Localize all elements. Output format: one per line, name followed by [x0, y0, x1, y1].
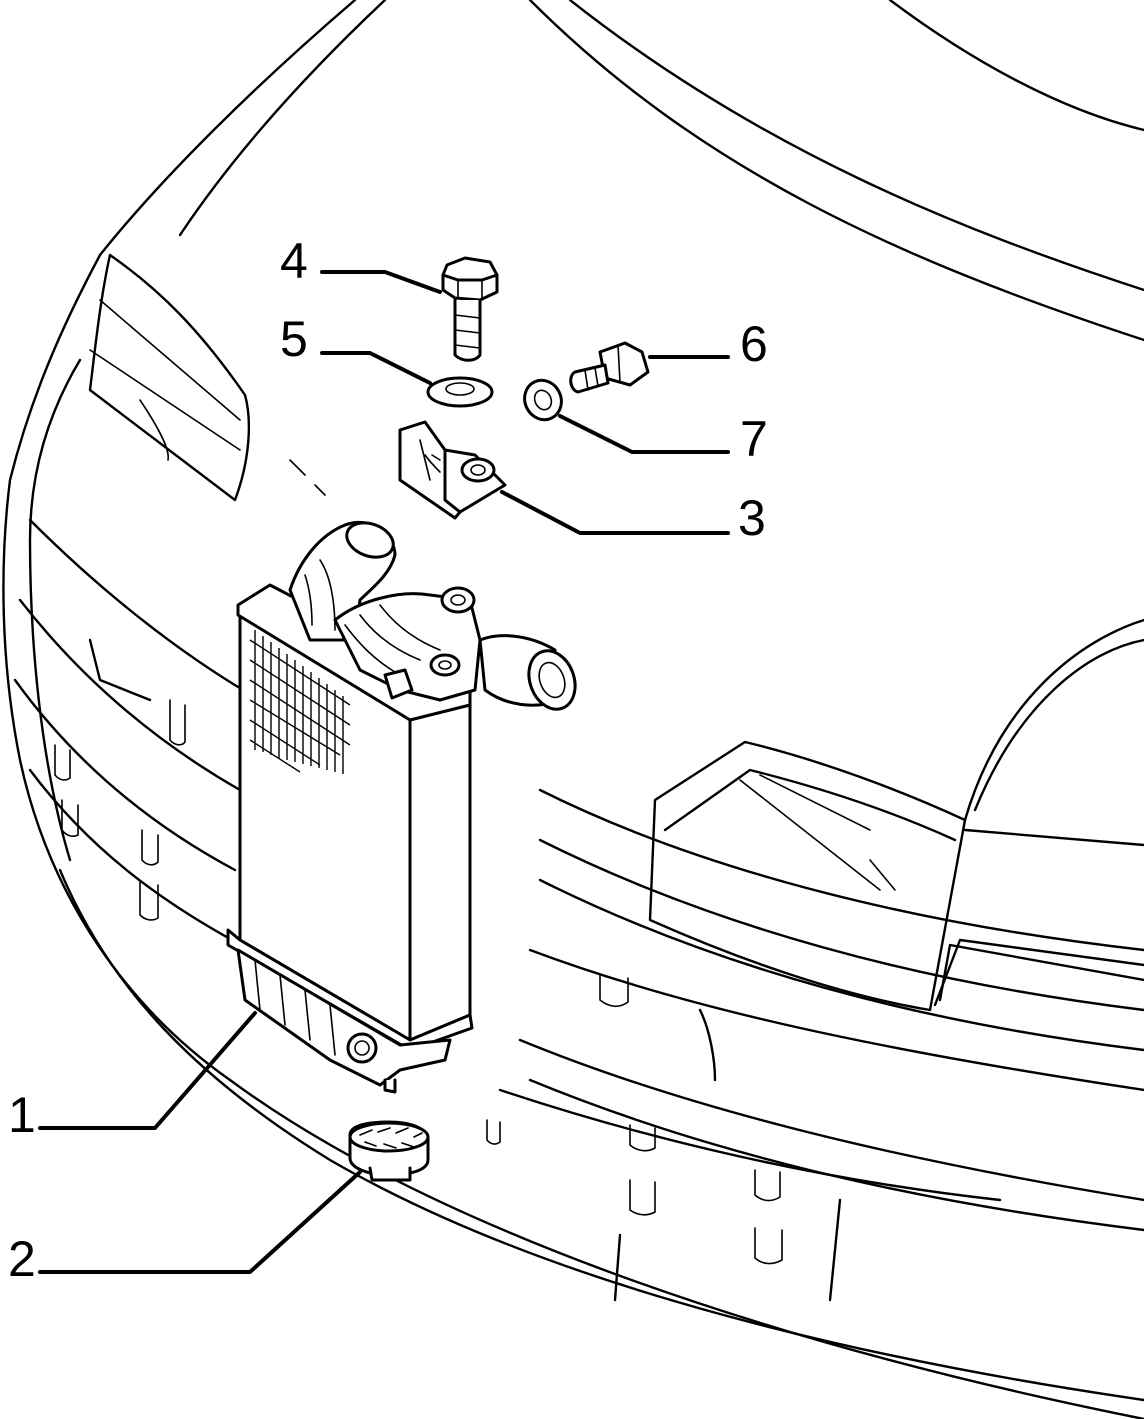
callout-4: 4: [280, 233, 308, 289]
leader-7: [558, 414, 730, 454]
callout-7: 7: [740, 411, 768, 467]
part-1-intercooler: [226, 520, 577, 1094]
callout-5: 5: [280, 311, 308, 367]
leader-2: [38, 1170, 362, 1274]
part-3-bracket: [398, 420, 507, 520]
leader-lines: [38, 270, 730, 1274]
leader-4: [320, 270, 442, 294]
part-6-bleed-screw: [569, 341, 650, 394]
part-4-bolt: [441, 256, 499, 362]
callout-1: 1: [8, 1087, 36, 1143]
part-7-seal-ring: [523, 378, 563, 422]
callout-2: 2: [8, 1231, 36, 1287]
core-fins-texture: [249, 630, 351, 774]
callout-labels: 1 2 3 4 5 6 7: [8, 233, 768, 1287]
leader-1: [38, 1011, 257, 1130]
leader-3: [500, 490, 730, 535]
callout-6: 6: [740, 316, 768, 372]
leader-5: [320, 351, 432, 385]
part-5-washer: [426, 376, 494, 408]
callout-3: 3: [738, 490, 766, 546]
part-2-mount-grommet: [348, 1120, 430, 1182]
